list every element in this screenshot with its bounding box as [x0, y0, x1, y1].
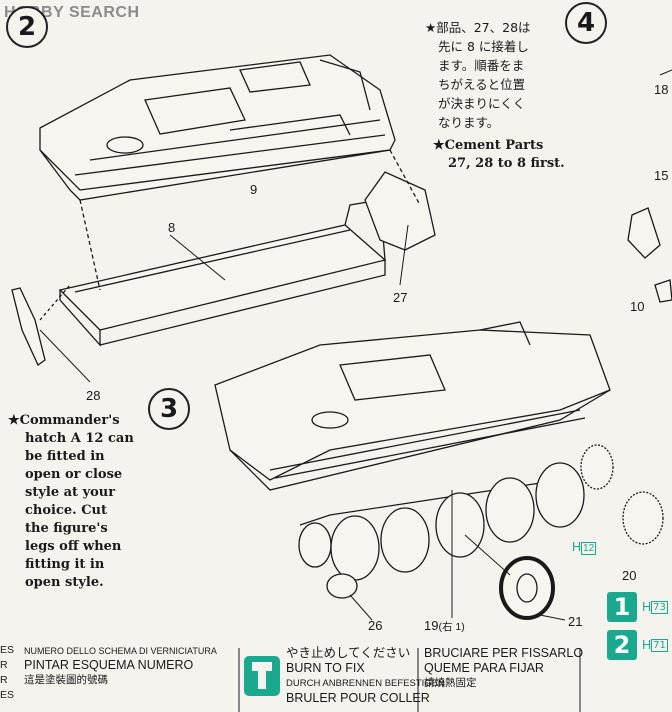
step-2-marker: 2 — [6, 6, 48, 48]
paint-scheme-legend: NUMERO DELLO SCHEMA DI VERNICIATURA PINT… — [24, 646, 217, 686]
upper-hull-part-9 — [39, 54, 396, 201]
part-number-19: 19(右 1) — [424, 618, 465, 633]
sprocket-part-20 — [622, 491, 664, 545]
part-number-10: 10 — [630, 299, 645, 314]
part-number-8: 8 — [168, 220, 176, 235]
part-15-fragment — [627, 207, 661, 259]
part-number-20: 20 — [622, 568, 637, 583]
part-number-15: 15 — [654, 168, 669, 183]
idler-part-26 — [326, 573, 358, 599]
assembled-hull — [214, 321, 611, 491]
step-3-marker: 3 — [148, 388, 190, 430]
sprocket-upper — [580, 444, 614, 490]
part-number-28: 28 — [86, 388, 101, 403]
part-number-26: 26 — [368, 618, 383, 633]
road-wheels — [298, 462, 585, 581]
part-number-18: 18 — [654, 82, 669, 97]
english-cement-note: ★Cement Parts 27, 28 to 8 first. — [433, 138, 565, 171]
japanese-cement-note: ★部品、27、28は 先に 8 に接着し ます。順番をま ちがえると位置 が決ま… — [425, 20, 531, 130]
step-4-marker: 4 — [565, 2, 607, 44]
part-10-fragment — [654, 279, 672, 303]
wheel-part-21 — [499, 556, 555, 620]
burn-to-fix-legend: やき止めしてください BURN TO FIX DURCH ANBRENNEN B… — [286, 646, 445, 705]
part-28-side — [11, 287, 46, 366]
commander-hatch-note: ★Commander's hatch A 12 can be fitted in… — [8, 413, 134, 590]
part-number-21: 21 — [568, 614, 583, 629]
part-number-27: 27 — [393, 290, 408, 305]
part-number-9: 9 — [250, 182, 258, 197]
burn-to-fix-legend-2: BRUCIARE PER FISSARLO QUEME PARA FIJAR 請… — [424, 646, 584, 689]
burn-to-fix-icon — [244, 656, 280, 696]
footer-left-fragment: ES R R ES — [0, 644, 15, 701]
part-27-bracket — [364, 171, 436, 251]
lower-hull-part-8 — [58, 199, 387, 347]
